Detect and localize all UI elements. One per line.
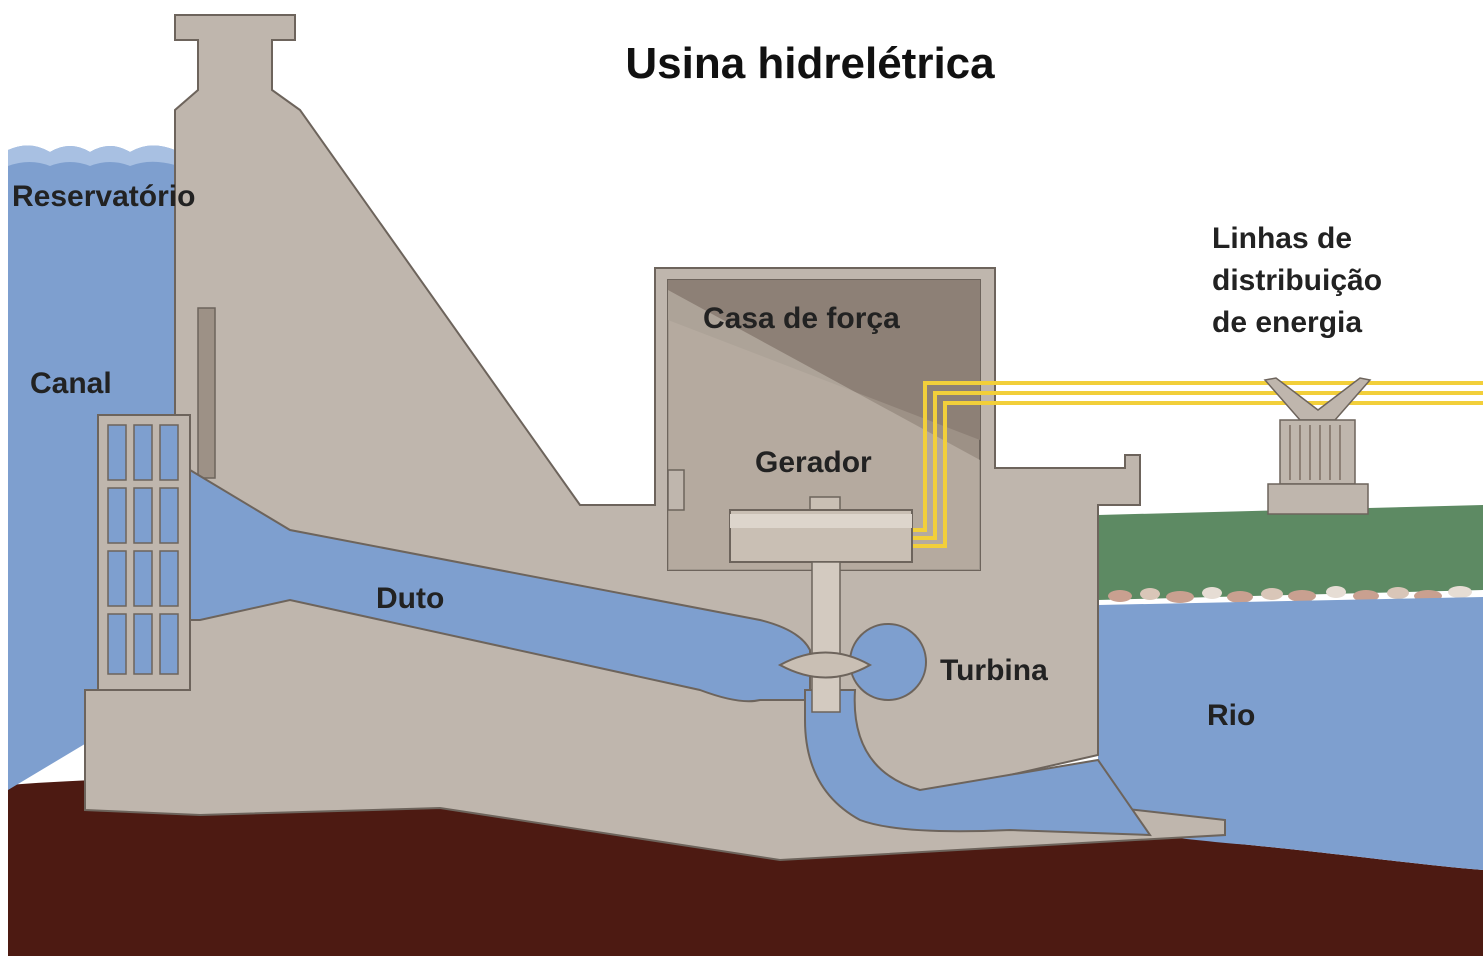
river-water [1098, 597, 1483, 870]
label-river: Rio [1207, 699, 1255, 732]
draft-tube [804, 689, 1152, 837]
turbine-runner [777, 651, 873, 679]
penstock-duct [189, 468, 811, 703]
river-bank-pebbles [1108, 586, 1472, 603]
ground [8, 777, 1483, 956]
dam-body [84, 14, 1226, 862]
label-reservoir: Reservatório [12, 180, 195, 213]
generator [729, 496, 913, 713]
far-bank-grass [1098, 505, 1483, 600]
label-turbine: Turbina [940, 654, 1048, 687]
canal-structure [97, 414, 191, 691]
intake-gate [197, 307, 216, 479]
label-powerhouse: Casa de força [703, 302, 900, 335]
label-canal: Canal [30, 367, 112, 400]
label-generator: Gerador [755, 446, 872, 479]
label-distribution-3: de energia [1212, 306, 1362, 339]
label-distribution-2: distribuição [1212, 264, 1382, 297]
powerhouse [667, 279, 981, 571]
diagram-title: Usina hidrelétrica [625, 39, 995, 88]
reservoir-wave-highlight [8, 145, 175, 166]
power-lines [912, 381, 1483, 548]
label-distribution-1: Linhas de [1212, 222, 1352, 255]
transformer [1263, 377, 1372, 515]
label-duct: Duto [376, 582, 444, 615]
